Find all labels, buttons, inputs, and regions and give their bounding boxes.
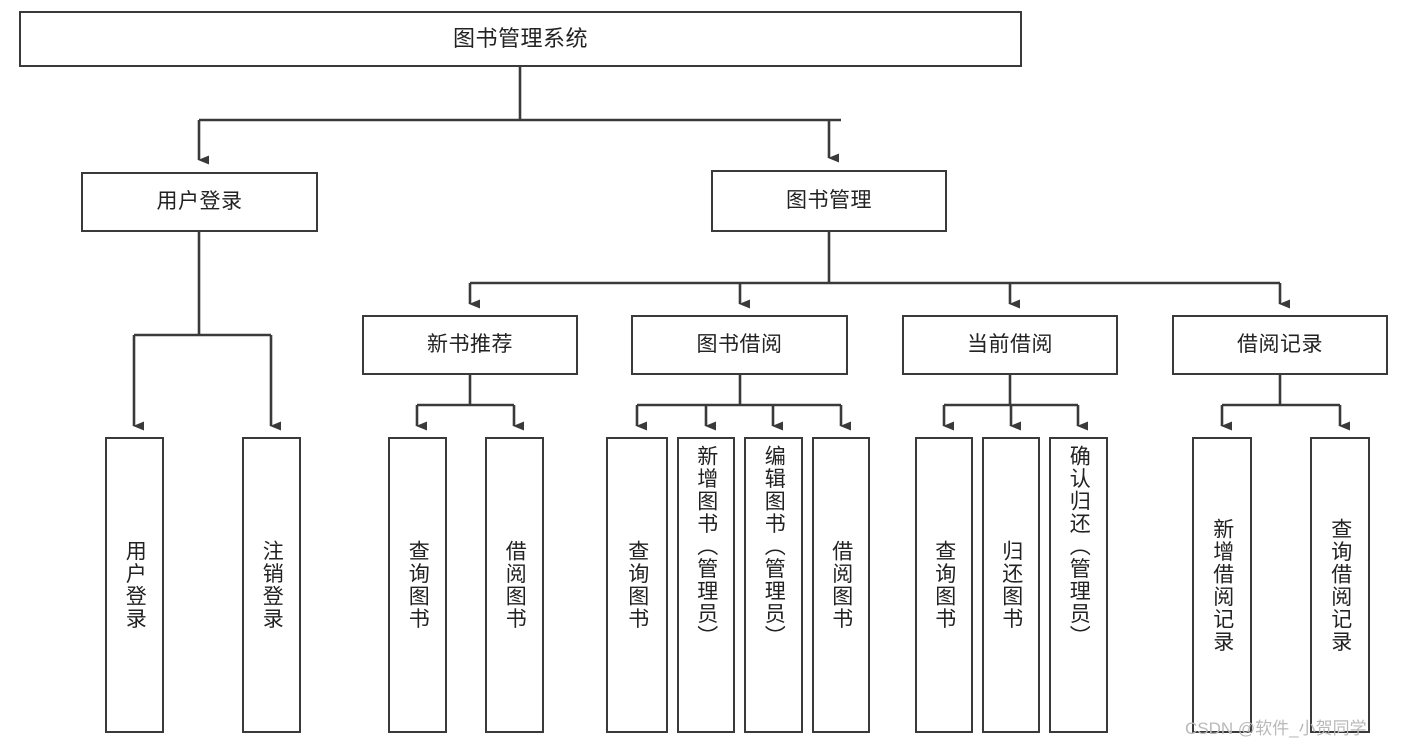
node-current-borrow[interactable]: 当前借阅	[902, 315, 1118, 375]
leaf-borrow-book-recommend[interactable]: 借阅图书	[485, 437, 544, 733]
leaf-edit-book[interactable]: 编辑图书（管理员）	[744, 437, 803, 733]
node-label: 当前借阅	[967, 332, 1053, 356]
node-label: 编辑图书（管理员）	[762, 445, 786, 648]
node-label: 新书推荐	[427, 332, 513, 356]
node-label: 借阅记录	[1237, 332, 1323, 356]
leaf-query-borrow-record[interactable]: 查询借阅记录	[1310, 437, 1370, 733]
leaf-logout-login[interactable]: 注销登录	[242, 437, 301, 733]
node-label: 查询图书	[932, 540, 956, 630]
node-label: 用户登录	[123, 540, 147, 630]
node-label: 新增借阅记录	[1210, 517, 1234, 653]
node-label: 新增图书（管理员）	[694, 445, 718, 648]
node-new-book-recommend[interactable]: 新书推荐	[362, 315, 578, 375]
node-user-login[interactable]: 用户登录	[81, 172, 318, 232]
node-book-borrow[interactable]: 图书借阅	[631, 315, 848, 375]
leaf-query-book-recommend[interactable]: 查询图书	[388, 437, 447, 733]
node-label: 借阅图书	[829, 540, 853, 630]
node-label: 注销登录	[260, 540, 284, 630]
csdn-watermark: CSDN @软件_小贺同学	[1185, 719, 1367, 738]
node-label: 查询图书	[625, 540, 649, 630]
node-label: 图书借阅	[696, 332, 783, 356]
node-label: 确认归还（管理员）	[1067, 445, 1091, 648]
node-label: 归还图书	[999, 540, 1023, 630]
leaf-query-book-current[interactable]: 查询图书	[915, 437, 973, 733]
node-book-management[interactable]: 图书管理	[711, 170, 947, 232]
node-root-system[interactable]: 图书管理系统	[19, 11, 1022, 67]
node-label: 查询图书	[406, 540, 430, 630]
leaf-user-login[interactable]: 用户登录	[105, 437, 164, 733]
node-label: 借阅图书	[503, 540, 527, 630]
node-label: 查询借阅记录	[1328, 517, 1352, 653]
node-label: 图书管理系统	[452, 26, 588, 52]
node-label: 用户登录	[156, 189, 243, 213]
leaf-borrow-book-borrow[interactable]: 借阅图书	[812, 437, 870, 733]
node-label: 图书管理	[786, 188, 872, 212]
node-borrow-record[interactable]: 借阅记录	[1172, 315, 1388, 375]
leaf-confirm-return[interactable]: 确认归还（管理员）	[1049, 437, 1108, 733]
leaf-add-book[interactable]: 新增图书（管理员）	[677, 437, 735, 733]
leaf-query-book-borrow[interactable]: 查询图书	[606, 437, 668, 733]
leaf-return-book[interactable]: 归还图书	[982, 437, 1040, 733]
leaf-add-borrow-record[interactable]: 新增借阅记录	[1192, 437, 1252, 733]
